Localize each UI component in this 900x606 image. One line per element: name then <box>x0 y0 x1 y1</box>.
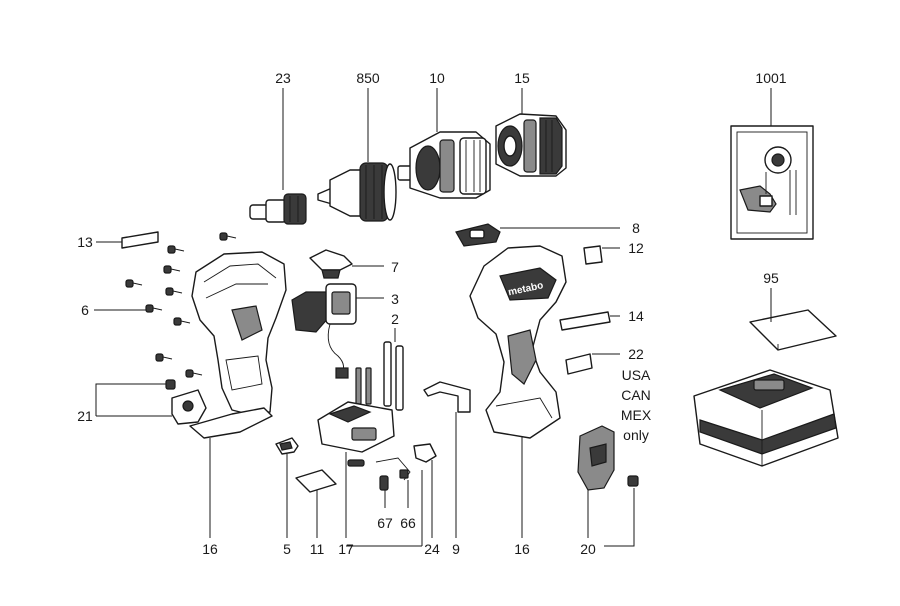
screw <box>163 265 181 274</box>
leader-21 <box>95 383 172 417</box>
part-3-trigger-switch <box>291 283 357 379</box>
part-23-spindle <box>249 193 307 225</box>
screw <box>167 245 185 254</box>
label-66: 66 <box>400 515 416 531</box>
screw <box>155 353 173 362</box>
part-1001-wiring-card <box>730 125 814 240</box>
part-17-electronics-base <box>317 401 395 467</box>
label-23: 23 <box>275 70 291 86</box>
label-1001: 1001 <box>755 70 786 86</box>
label-9: 9 <box>452 541 460 557</box>
part-14-rating-label <box>559 311 611 331</box>
part-11-pad <box>295 469 337 493</box>
label-2: 2 <box>391 311 399 327</box>
part-24-terminal <box>413 443 437 463</box>
part-left-housing-half <box>189 251 287 439</box>
screw <box>165 287 183 296</box>
screw <box>125 279 143 288</box>
screw <box>219 232 237 241</box>
part-21-clip <box>165 379 207 425</box>
region-note-line-2: CAN <box>621 387 651 403</box>
part-6-screws <box>125 232 237 378</box>
label-95: 95 <box>763 270 779 286</box>
label-5: 5 <box>283 541 291 557</box>
label-22: 22 <box>628 346 644 362</box>
part-13-label <box>121 231 159 249</box>
label-6: 6 <box>81 302 89 318</box>
label-10: 10 <box>429 70 445 86</box>
part-9-belt-hook <box>423 381 471 413</box>
label-12: 12 <box>628 240 644 256</box>
label-7: 7 <box>391 259 399 275</box>
part-20-side-cover <box>577 425 639 491</box>
label-3: 3 <box>391 291 399 307</box>
part-22-regional-label <box>565 353 593 375</box>
label-13: 13 <box>77 234 93 250</box>
part-2-contact-rods <box>355 341 404 411</box>
label-67: 67 <box>377 515 393 531</box>
screw <box>185 369 203 378</box>
part-7-switch-cover <box>309 249 353 279</box>
part-8-slider <box>455 223 501 247</box>
part-66-bracket <box>375 457 411 481</box>
region-note-line-3: MEX <box>621 407 652 423</box>
region-note-line-1: USA <box>622 367 651 383</box>
label-8: 8 <box>632 220 640 236</box>
part-850-chuck <box>317 162 397 222</box>
label-24: 24 <box>424 541 440 557</box>
part-15-motor <box>495 113 567 177</box>
label-11: 11 <box>310 541 325 557</box>
screw <box>145 304 163 313</box>
label-16-left: 16 <box>202 541 218 557</box>
label-21: 21 <box>77 408 93 424</box>
label-17: 17 <box>338 541 354 557</box>
screw <box>173 317 191 326</box>
region-note-line-4: only <box>623 427 649 443</box>
part-95-battery-cover <box>749 309 837 351</box>
label-20: 20 <box>580 541 596 557</box>
part-5-clip <box>275 437 299 455</box>
leader-20 <box>587 488 635 547</box>
label-850: 850 <box>356 70 380 86</box>
label-15: 15 <box>514 70 530 86</box>
leader-17 <box>345 452 423 547</box>
region-note: USA CAN MEX only <box>621 367 652 443</box>
battery-pack <box>693 369 839 467</box>
label-14: 14 <box>628 308 644 324</box>
part-67-spring <box>379 475 389 491</box>
label-16-right: 16 <box>514 541 530 557</box>
part-12-label <box>583 245 603 265</box>
part-10-gearbox <box>397 131 491 199</box>
part-right-housing-half: metabo <box>469 245 567 439</box>
